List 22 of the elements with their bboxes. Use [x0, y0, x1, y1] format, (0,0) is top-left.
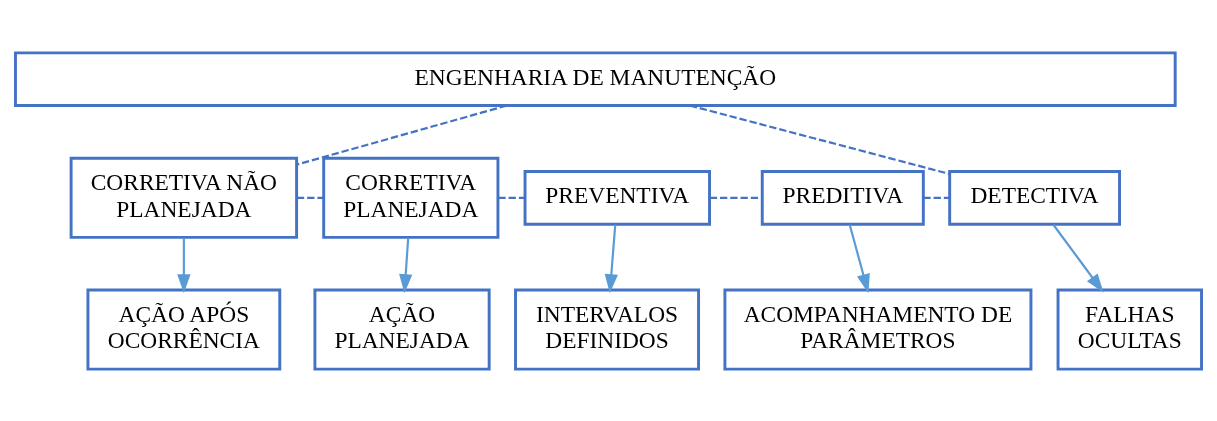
- connector: [296, 104, 507, 166]
- arrow: [177, 237, 191, 293]
- node-box: AÇÃO APÓS OCORRÊNCIA: [86, 288, 282, 371]
- arrow: [604, 224, 618, 293]
- node-box: PREDITIVA: [760, 169, 925, 226]
- node-box: DETECTIVA: [948, 169, 1121, 226]
- node-box: FALHAS OCULTAS: [1056, 288, 1203, 371]
- node-box: ACOMPANHAMENTO DE PARÂMETROS: [723, 288, 1033, 371]
- node-box: ENGENHARIA DE MANUTENÇÃO: [14, 50, 1177, 107]
- node-box: PREVENTIVA: [523, 169, 711, 226]
- arrow: [1052, 223, 1104, 293]
- connector: [709, 196, 762, 199]
- node-box: INTERVALOS DEFINIDOS: [514, 288, 700, 371]
- node-box: AÇÃO PLANEJADA: [313, 288, 491, 371]
- arrow: [399, 237, 413, 293]
- node-box: CORRETIVA NÃO PLANEJADA: [69, 156, 299, 239]
- arrow: [848, 223, 870, 293]
- connector: [923, 196, 950, 199]
- connector: [498, 196, 525, 199]
- connector: [296, 196, 324, 199]
- node-box: CORRETIVA PLANEJADA: [322, 156, 500, 239]
- connector: [689, 104, 950, 175]
